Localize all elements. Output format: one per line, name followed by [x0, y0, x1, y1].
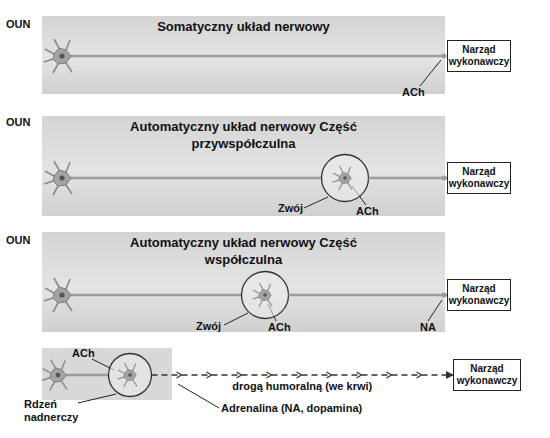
section-title: Somatyczny układ nerwowy — [126, 18, 361, 35]
effector-box: Narząd wykonawczy — [447, 279, 511, 311]
section-title: Automatyczny układ nerwowy Część współcz… — [126, 234, 361, 268]
cns-label: OUN — [6, 116, 30, 129]
neurotransmitter-label: Adrenalina (NA, dopamina) — [221, 402, 362, 415]
arrow-chevron — [177, 372, 182, 378]
cns-label: OUN — [6, 18, 30, 31]
neuron — [332, 166, 352, 190]
neuron — [117, 363, 137, 387]
box-label: Narząd wykonawczy — [455, 363, 519, 387]
edge-label: drogą humoralną (we krwi) — [232, 380, 372, 393]
circle-outline — [240, 270, 290, 320]
adrenal-band — [42, 348, 172, 400]
callout-label: Rdzeń nadnerczy — [24, 398, 94, 424]
arrow-chevron — [417, 372, 422, 378]
box-label: Narząd wykonawczy — [449, 44, 510, 68]
humoral-arrow — [152, 374, 454, 375]
effector-box: Narząd wykonawczy — [453, 359, 521, 391]
neurotransmitter-label: ACh — [268, 321, 291, 334]
neuron — [252, 283, 272, 307]
circle-outline — [107, 352, 153, 398]
neurotransmitter-label: ACh — [72, 347, 95, 360]
circle-shape — [242, 272, 289, 319]
section-band: Automatyczny układ nerwowy Część współcz… — [42, 232, 445, 332]
arrow-chevron — [327, 372, 332, 378]
box-label: Narząd wykonawczy — [449, 283, 510, 307]
callout-label: Zwój — [278, 202, 318, 215]
section-band: Automatyczny układ nerwowy Część przywsp… — [42, 116, 445, 216]
axon — [66, 374, 108, 377]
ganglion-circle: Zwój — [240, 270, 290, 320]
leader-line — [178, 384, 219, 408]
effector-box: Narząd wykonawczy — [447, 162, 511, 194]
effector-box: Narząd wykonawczy — [447, 40, 511, 72]
section-title: Automatyczny układ nerwowy Część przywsp… — [126, 118, 361, 152]
ganglion-circle: Rdzeń nadnerczy — [107, 352, 153, 398]
arrow-chevron — [387, 372, 392, 378]
callout-label: Zwój — [196, 320, 236, 333]
arrow-chevron — [267, 372, 272, 378]
section-band: Somatyczny układ nerwowy — [42, 16, 445, 94]
cns-label: OUN — [6, 234, 30, 247]
box-label: Narząd wykonawczy — [449, 166, 510, 190]
arrow-chevron — [357, 372, 362, 378]
circle-shape — [322, 155, 369, 202]
arrow-chevron — [237, 372, 242, 378]
circle-shape — [109, 354, 152, 397]
leader-line — [78, 394, 116, 403]
ganglion-circle: Zwój — [320, 153, 370, 203]
neurotransmitter-label: ACh — [356, 205, 379, 218]
neuron — [42, 360, 67, 391]
connector — [152, 372, 454, 378]
neurotransmitter-label: NA — [420, 321, 436, 334]
arrow-chevron — [207, 372, 212, 378]
arrow-chevron — [297, 372, 302, 378]
neurotransmitter-label: ACh — [402, 86, 425, 99]
circle-outline — [320, 153, 370, 203]
